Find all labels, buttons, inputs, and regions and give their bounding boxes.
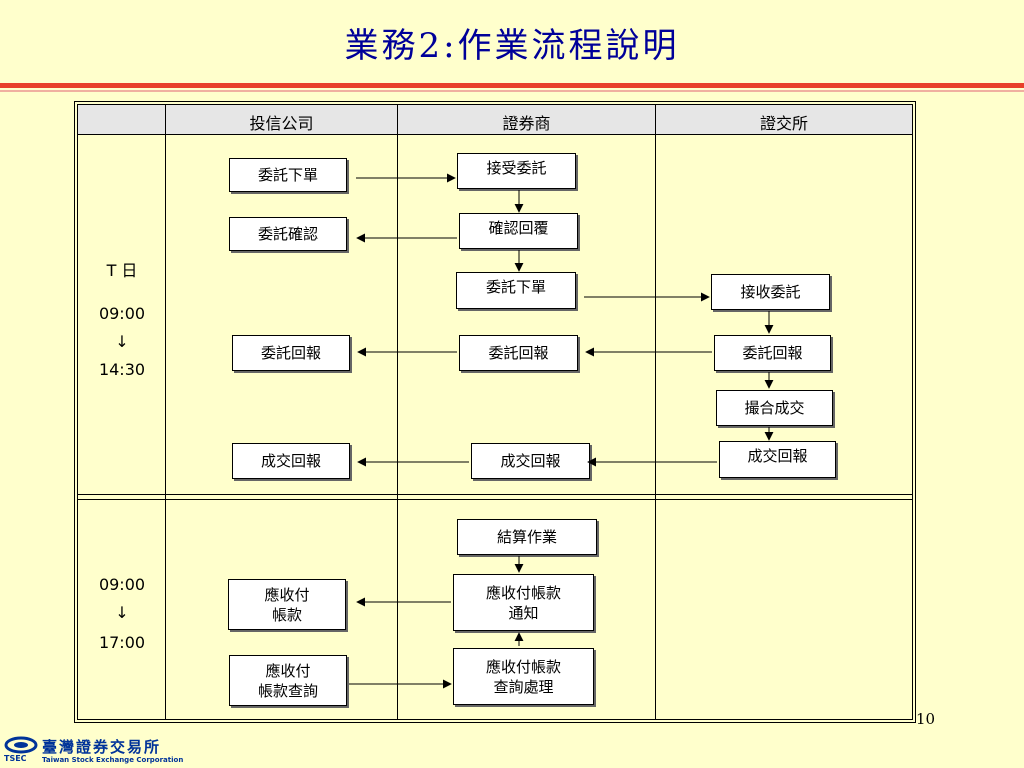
tsec-logo: TSEC 臺灣證券交易所 Taiwan Stock Exchange Corpo… — [4, 736, 183, 766]
column-divider-2 — [397, 105, 398, 720]
logo-name-chinese: 臺灣證券交易所 — [42, 738, 162, 756]
column-header-exchange: 證交所 — [759, 114, 808, 133]
node-fund-trade-report: 成交回報 — [232, 443, 350, 479]
session1-arrow: ↓ — [115, 332, 129, 351]
column-header-bar — [78, 105, 912, 134]
title-rule — [0, 83, 1024, 88]
node-fund-confirm: 委託確認 — [229, 217, 347, 251]
node-exchange-match: 撮合成交 — [716, 390, 833, 426]
session1-end: 14:30 — [98, 360, 146, 379]
page-title: 業務2:作業流程說明 — [344, 26, 680, 66]
column-divider-3 — [655, 105, 656, 720]
session2-end: 17:00 — [98, 633, 146, 652]
logo-name-english: Taiwan Stock Exchange Corporation — [42, 756, 184, 764]
node-fund-payable-query: 應收付 帳款查詢 — [229, 655, 347, 706]
node-broker-settlement: 結算作業 — [457, 519, 597, 555]
node-broker-confirm-reply: 確認回覆 — [459, 213, 578, 249]
node-broker-payable-query: 應收付帳款 查詢處理 — [453, 648, 594, 705]
header-divider — [78, 134, 912, 135]
node-broker-trade-report: 成交回報 — [471, 443, 590, 479]
node-broker-order: 委託下單 — [456, 272, 576, 309]
page-number: 10 — [916, 710, 936, 728]
t-day-label: T 日 — [106, 261, 138, 280]
node-broker-report: 委託回報 — [459, 335, 578, 371]
node-exchange-trade-report: 成交回報 — [719, 441, 836, 478]
title-rule-shadow — [0, 90, 1024, 92]
logo-abbreviation: TSEC — [4, 754, 27, 763]
flowchart-frame-inner — [77, 104, 913, 720]
node-broker-payable-notice: 應收付帳款 通知 — [453, 574, 594, 631]
column-divider-1 — [165, 105, 166, 720]
session2-start: 09:00 — [98, 575, 146, 594]
node-exchange-receive: 接收委託 — [711, 274, 830, 310]
column-header-broker: 證券商 — [502, 114, 551, 133]
node-broker-accept: 接受委託 — [457, 153, 576, 189]
node-fund-payable: 應收付 帳款 — [228, 579, 346, 630]
node-exchange-report: 委託回報 — [714, 335, 831, 371]
section-divider-bottom — [78, 499, 912, 500]
section-divider-top — [78, 494, 912, 495]
tsec-emblem-icon — [4, 736, 38, 754]
node-fund-order: 委託下單 — [229, 158, 347, 192]
session2-arrow: ↓ — [115, 603, 129, 622]
node-fund-report: 委託回報 — [232, 335, 350, 371]
session1-start: 09:00 — [98, 304, 146, 323]
column-header-fund: 投信公司 — [249, 114, 314, 133]
